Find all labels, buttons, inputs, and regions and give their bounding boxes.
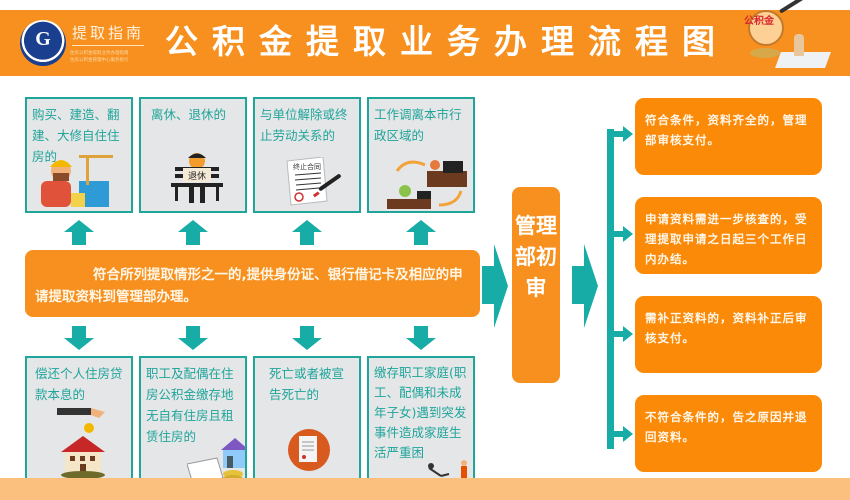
branch-connector [607,129,614,449]
magnifier-handle [778,0,815,14]
arrow-down-icon [64,326,94,351]
category-family-hardship: 缴存职工家庭(职工、配偶和未成年子女)遇到突发事件造成家庭生活严重困 [367,356,475,483]
category-text: 缴存职工家庭(职工、配偶和未成年子女)遇到突发事件造成家庭生活严重困 [374,365,467,460]
header-banner [0,10,850,76]
category-purchase-build: 购买、建造、翻建、大修自住住房的 [25,97,133,213]
result-text: 需补正资料的，资料补正后审核支付。 [645,311,808,345]
result-text: 申请资料需进一步核查的，受理提取申请之日起三个工作日内办结。 [645,212,808,266]
retiree-bench-icon: 退休 [171,153,223,203]
death-certificate-icon [288,429,330,471]
category-text: 偿还个人住房贷款本息的 [35,366,123,402]
category-loan-repayment: 偿还个人住房贷款本息的 [25,356,133,483]
category-text: 死亡或者被宣告死亡的 [269,366,345,402]
category-job-transfer: 工作调离本市行政区域的 [367,97,475,213]
result-approved-payment: 符合条件，资料齐全的，管理部审核支付。 [635,98,822,175]
category-text: 工作调离本市行政区域的 [374,107,462,143]
result-supplement-materials: 需补正资料的，资料补正后审核支付。 [635,296,822,373]
footer-band [0,478,850,500]
contract-signing-icon: 终止合同 [286,157,341,206]
rental-house-icon [187,438,245,481]
result-text: 不符合条件的，告之原因并退回资料。 [645,410,808,444]
job-transfer-icon [387,160,467,209]
fund-badge-text: 公积金 [744,16,774,27]
housing-fund-logo: G [20,20,66,66]
branch-arrow-icon [607,326,633,342]
guide-divider [72,45,144,46]
fund-badge-illustration: 公积金 [740,0,850,76]
review-label: 管理部初审 [515,214,557,300]
coins-icon [750,48,780,58]
arrow-up-icon [178,220,208,245]
application-requirements-text: 符合所列提取情形之一的,提供身份证、银行借记卡及相应的申请提取资料到管理部办理。 [35,267,463,305]
category-death: 死亡或者被宣告死亡的 [253,356,361,483]
guide-subtitle-2: 住房公积金管理中心服务指引 [70,58,129,63]
arrow-down-icon [292,326,322,351]
arrow-right-icon [572,244,598,328]
result-rejected: 不符合条件的，告之原因并退回资料。 [635,395,822,472]
svg-text:退休: 退休 [188,170,206,182]
guide-title: 提取指南 [72,24,145,42]
stamp-icon [794,34,804,56]
house-loan-coin-icon [57,408,105,479]
arrow-down-icon [406,326,436,351]
category-rental-housing: 职工及配偶在住房公积金缴存地无自有住房且租赁住房的 [139,356,247,483]
arrow-up-icon [406,220,436,245]
arrow-right-icon [482,244,508,328]
branch-arrow-icon [607,226,633,242]
svg-text:终止合同: 终止合同 [293,162,321,171]
family-hardship-icon [428,460,467,478]
result-further-verification: 申请资料需进一步核查的，受理提取申请之日起三个工作日内办结。 [635,197,822,274]
category-terminate-employment: 与单位解除或终止劳动关系的 终止合同 [253,97,361,213]
application-requirements-bar: 符合所列提取情形之一的,提供身份证、银行借记卡及相应的申请提取资料到管理部办理。 [25,250,480,317]
category-text: 与单位解除或终止劳动关系的 [260,107,348,143]
category-text: 职工及配偶在住房公积金缴存地无自有住房且租赁住房的 [146,366,234,444]
result-text: 符合条件，资料齐全的，管理部审核支付。 [645,113,808,147]
category-retirement: 离休、退休的 退休 [139,97,247,213]
category-text: 离休、退休的 [151,107,227,122]
magnifier-icon [748,10,784,46]
arrow-up-icon [292,220,322,245]
arrow-down-icon [178,326,208,351]
page-title: 公积金提取业务办理流程图 [165,22,729,61]
category-text: 购买、建造、翻建、大修自住住房的 [32,107,120,164]
construction-worker-icon [41,155,113,207]
arrow-up-icon [64,220,94,245]
branch-arrow-icon [607,426,633,442]
management-initial-review-box: 管理部初审 [512,187,560,383]
guide-subtitle-1: 住房公积金提取业务办理指南 [70,51,129,56]
logo-house-icon: G [35,28,51,50]
branch-arrow-icon [607,126,633,142]
